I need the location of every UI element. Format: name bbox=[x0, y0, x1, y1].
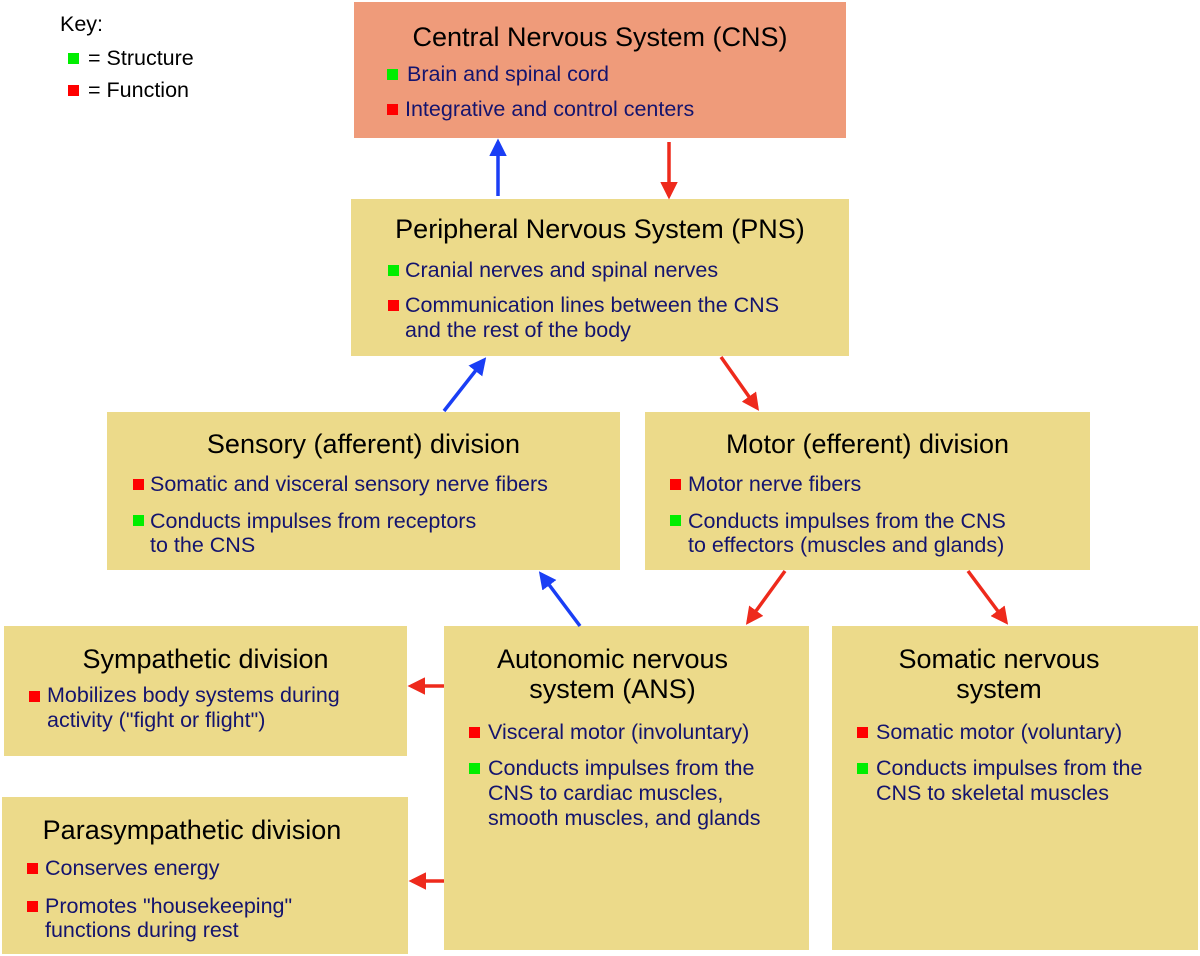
pns-structure-text: Cranial nerves and spinal nerves bbox=[405, 258, 719, 282]
function-marker bbox=[388, 300, 399, 311]
ans-structure-line3: smooth muscles, and glands bbox=[488, 806, 761, 830]
pns-function-text-line1: Communication lines between the CNS bbox=[405, 293, 780, 317]
structure-marker bbox=[387, 69, 398, 80]
structure-key-swatch bbox=[68, 53, 79, 64]
sensory-structure-line2: to the CNS bbox=[150, 533, 256, 557]
function-marker bbox=[387, 104, 398, 115]
structure-marker bbox=[388, 265, 399, 276]
sensory-function-text: Somatic and visceral sensory nerve fiber… bbox=[150, 472, 548, 496]
function-marker bbox=[27, 863, 38, 874]
parasympathetic-function-text: Conserves energy bbox=[45, 856, 220, 880]
cns-structure-text: Brain and spinal cord bbox=[407, 62, 609, 86]
sympathetic-title: Sympathetic division bbox=[82, 644, 329, 674]
structure-marker bbox=[670, 515, 681, 526]
function-key-label: = Function bbox=[88, 78, 189, 102]
cns-box: Central Nervous System (CNS) Brain and s… bbox=[354, 2, 846, 138]
somatic-nervous-system-box: Somatic nervous system Somatic motor (vo… bbox=[832, 626, 1198, 950]
function-marker bbox=[670, 479, 681, 490]
sympathetic-function-line2: activity ("fight or flight") bbox=[47, 708, 266, 732]
sensory-to-pns-arrow bbox=[442, 357, 487, 413]
somatic-function-text: Somatic motor (voluntary) bbox=[876, 720, 1123, 744]
cns-function-text: Integrative and control centers bbox=[405, 97, 695, 121]
motor-to-ans-arrow bbox=[745, 569, 787, 625]
cns-title: Central Nervous System (CNS) bbox=[412, 22, 788, 52]
pns-to-motor-arrow bbox=[719, 355, 760, 411]
ans-function-text: Visceral motor (involuntary) bbox=[488, 720, 750, 744]
function-marker bbox=[857, 727, 868, 738]
motor-function-text: Motor nerve fibers bbox=[688, 472, 862, 496]
structure-key-label: = Structure bbox=[88, 46, 194, 70]
motor-title: Motor (efferent) division bbox=[725, 429, 1010, 459]
pns-title: Peripheral Nervous System (PNS) bbox=[395, 214, 805, 244]
sensory-division-box: Sensory (afferent) division Somatic and … bbox=[107, 412, 620, 570]
function-marker bbox=[133, 479, 144, 490]
sensory-title: Sensory (afferent) division bbox=[206, 429, 521, 459]
pns-box: Peripheral Nervous System (PNS) Cranial … bbox=[351, 199, 849, 356]
sensory-structure-line1: Conducts impulses from receptors bbox=[150, 509, 477, 533]
parasympathetic-title: Parasympathetic division bbox=[42, 815, 342, 845]
somatic-title-line1: Somatic nervous bbox=[898, 644, 1100, 674]
structure-marker bbox=[857, 763, 868, 774]
parasympathetic-function2-line1: Promotes "housekeeping" bbox=[45, 894, 293, 918]
ans-title-line2: system (ANS) bbox=[529, 674, 696, 704]
structure-marker bbox=[133, 515, 144, 526]
motor-structure-line1: Conducts impulses from the CNS bbox=[688, 509, 1006, 533]
somatic-structure-line2: CNS to skeletal muscles bbox=[876, 781, 1109, 805]
function-marker bbox=[29, 691, 40, 702]
key-title: Key: bbox=[60, 12, 104, 36]
motor-division-box: Motor (efferent) division Motor nerve fi… bbox=[645, 412, 1090, 570]
parasympathetic-function2-line2: functions during rest bbox=[45, 918, 239, 942]
sympathetic-function-line1: Mobilizes body systems during bbox=[47, 683, 340, 707]
ans-structure-line1: Conducts impulses from the bbox=[488, 756, 755, 780]
somatic-title-line2: system bbox=[956, 674, 1042, 704]
ans-title-line1: Autonomic nervous bbox=[496, 644, 729, 674]
function-marker bbox=[469, 727, 480, 738]
ans-to-sensory-arrow bbox=[538, 571, 582, 628]
structure-marker bbox=[469, 763, 480, 774]
pns-function-text-line2: and the rest of the body bbox=[405, 318, 631, 342]
motor-to-somatic-arrow bbox=[966, 569, 1009, 625]
parasympathetic-division-box: Parasympathetic division Conserves energ… bbox=[2, 797, 408, 954]
ans-structure-line2: CNS to cardiac muscles, bbox=[488, 781, 724, 805]
function-key-swatch bbox=[68, 85, 79, 96]
sympathetic-division-box: Sympathetic division Mobilizes body syst… bbox=[4, 626, 407, 756]
somatic-structure-line1: Conducts impulses from the bbox=[876, 756, 1143, 780]
ans-box: Autonomic nervous system (ANS) Visceral … bbox=[444, 626, 809, 950]
function-marker bbox=[27, 901, 38, 912]
motor-structure-line2: to effectors (muscles and glands) bbox=[688, 533, 1005, 557]
